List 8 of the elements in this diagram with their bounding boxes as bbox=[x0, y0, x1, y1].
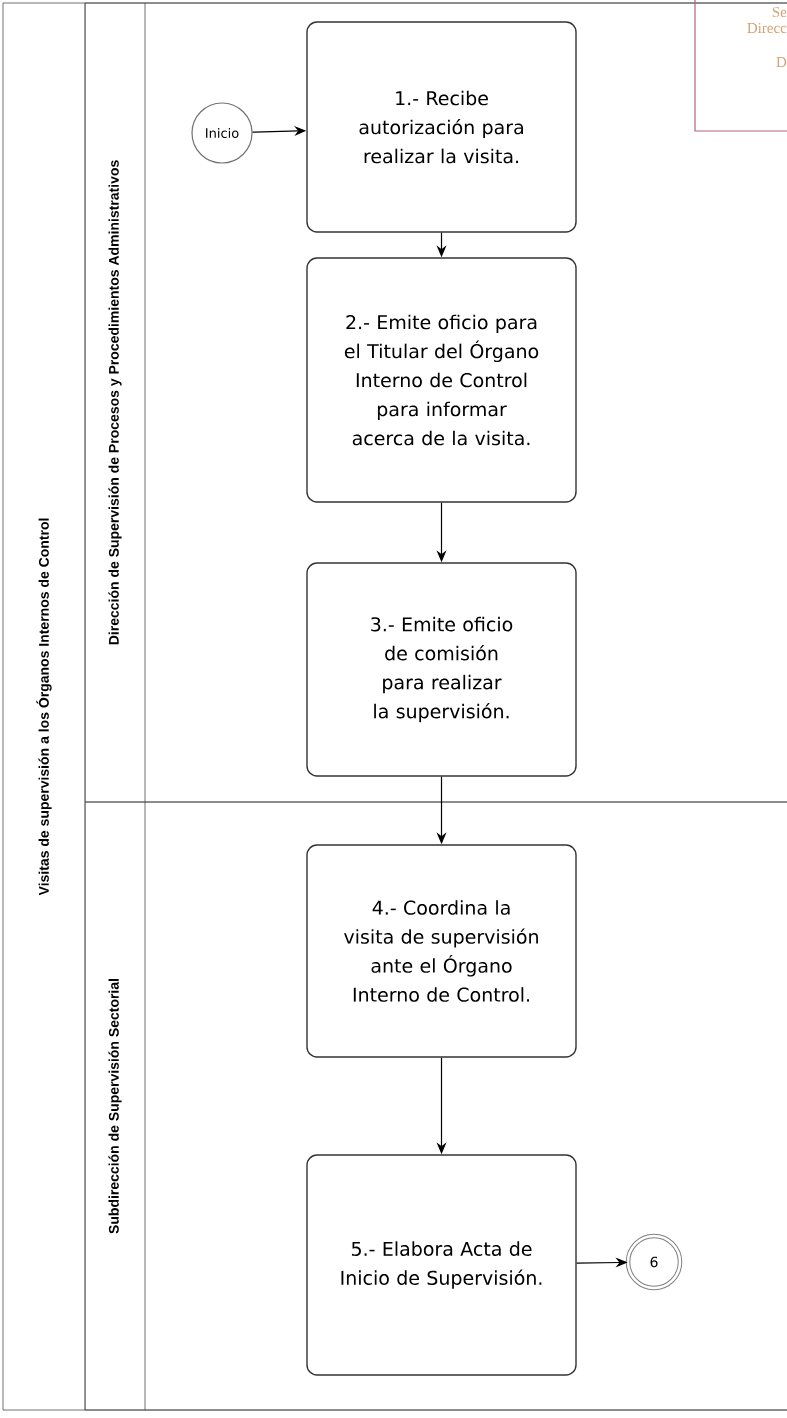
task-box: 3.- Emite oficio de comisión para realizar la supervisión. bbox=[306, 562, 577, 777]
stamp-text: Se bbox=[772, 6, 787, 18]
stamp-text: Direcc bbox=[747, 22, 787, 34]
task-box: 2.- Emite oficio para el Titular del Órgano Interno de Control para informar acerca de la visita. bbox=[306, 257, 577, 503]
task-box: 5.- Elabora Acta de Inicio de Supervisión. bbox=[306, 1154, 577, 1376]
stamp-text: D bbox=[776, 57, 787, 67]
task-box: 1.- Recibe autorización para realizar la visita. bbox=[306, 21, 577, 233]
task-box: 4.- Coordina la visita de supervisión ante el Órgano Interno de Control. bbox=[306, 844, 577, 1058]
